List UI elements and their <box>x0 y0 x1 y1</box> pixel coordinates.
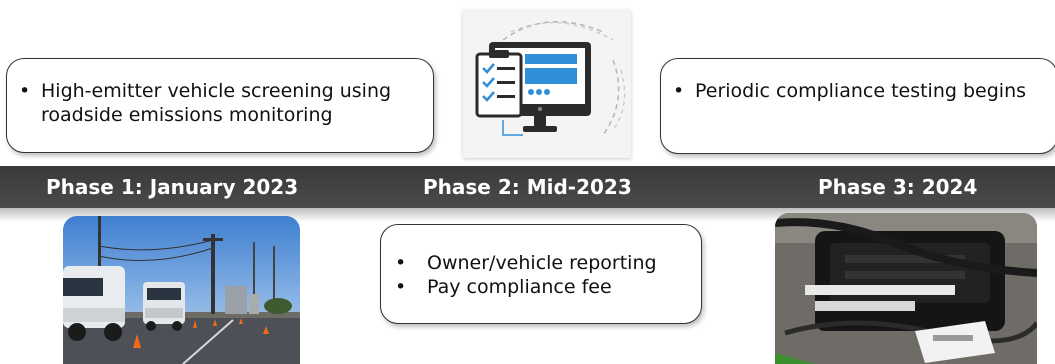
bullet-marker: • <box>395 276 407 298</box>
bullet-marker: • <box>395 252 407 274</box>
phase3-label: Phase 3: 2024 <box>818 175 978 199</box>
computer-checklist-icon <box>463 10 631 158</box>
phase1-callout: • High-emitter vehicle screening using r… <box>6 58 434 153</box>
phase1-label: Phase 1: January 2023 <box>46 175 299 199</box>
roadside-trucks-photo <box>63 216 300 364</box>
bullet-marker: • <box>19 80 31 102</box>
timeline-band <box>0 166 1055 208</box>
phase3-callout: • Periodic compliance testing begins <box>660 58 1055 154</box>
phase1-bullet-text: High-emitter vehicle screening using roa… <box>41 80 392 126</box>
bullet-marker: • <box>673 80 685 102</box>
phase2-label: Phase 2: Mid-2023 <box>423 175 632 199</box>
phase2-bullet-2: Pay compliance fee <box>427 276 612 298</box>
phase2-callout: • Owner/vehicle reporting • Pay complian… <box>380 224 702 324</box>
phase2-bullet-1: Owner/vehicle reporting <box>427 252 657 274</box>
phase3-bullet-text: Periodic compliance testing begins <box>695 80 1027 102</box>
compliance-device-photo <box>775 213 1037 364</box>
